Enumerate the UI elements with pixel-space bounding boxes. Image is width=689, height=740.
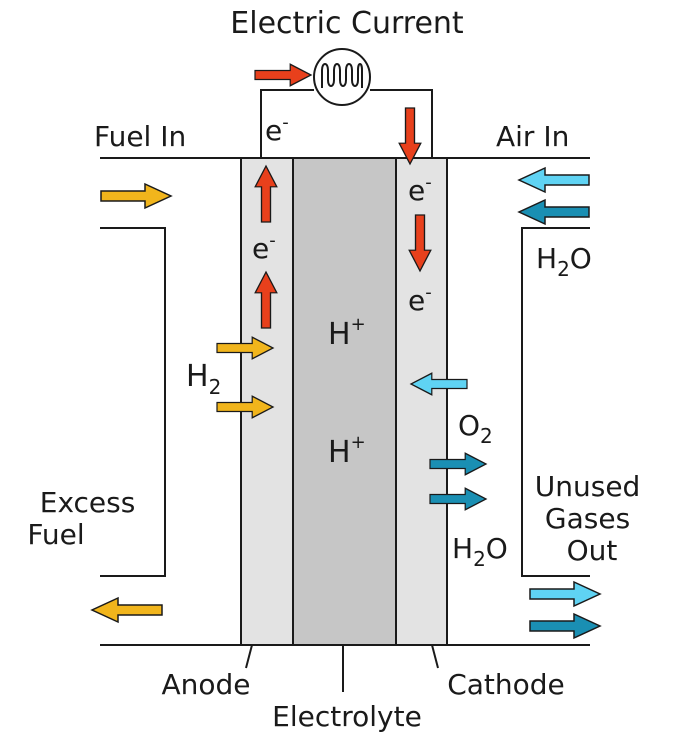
excess-fuel-arrow [91,597,163,623]
light-bulb-icon [313,48,371,106]
water-label-cathode: H2O [452,532,508,571]
fuel-in-arrow [100,183,172,209]
hydrogen-label: H2 [186,359,221,399]
electron-label-circuit: e- [265,112,289,147]
external-circuit-wire-right [370,89,433,158]
external-circuit-wire [260,89,314,158]
electrolyte-layer [292,157,397,646]
electron-arrow-circuit [254,63,312,87]
electron-label-cathode-lower: e- [408,282,432,317]
electron-label-anode: e- [252,230,276,265]
cathode-leader-line [431,644,439,669]
fuel-channel-wall [100,227,166,577]
air-in-arrow [518,167,590,193]
electron-label-cathode-upper: e- [408,172,432,207]
proton-label-lower: H+ [328,432,366,470]
electrolyte-label: Electrolyte [272,700,422,733]
water-out-arrow [529,613,601,639]
electric-current-label: Electric Current [230,6,464,41]
water-in-arrow [518,199,590,225]
electron-arrow-cathode-upper [398,107,422,165]
cathode-label: Cathode [447,668,565,701]
unused-air-arrow [529,581,601,607]
anode-plate [240,157,294,646]
excess-fuel-label: Excess Fuel [27,486,144,551]
anode-leader-line [245,644,253,669]
proton-label-upper: H+ [328,314,366,352]
air-channel-wall [521,227,590,577]
oxygen-label: O2 [458,409,493,448]
water-label-air: H2O [536,242,592,281]
unused-gases-out-label: Unused Gases Out [535,470,649,567]
anode-label: Anode [161,668,250,701]
fuel-in-label: Fuel In [94,120,186,153]
air-in-label: Air In [496,120,569,153]
